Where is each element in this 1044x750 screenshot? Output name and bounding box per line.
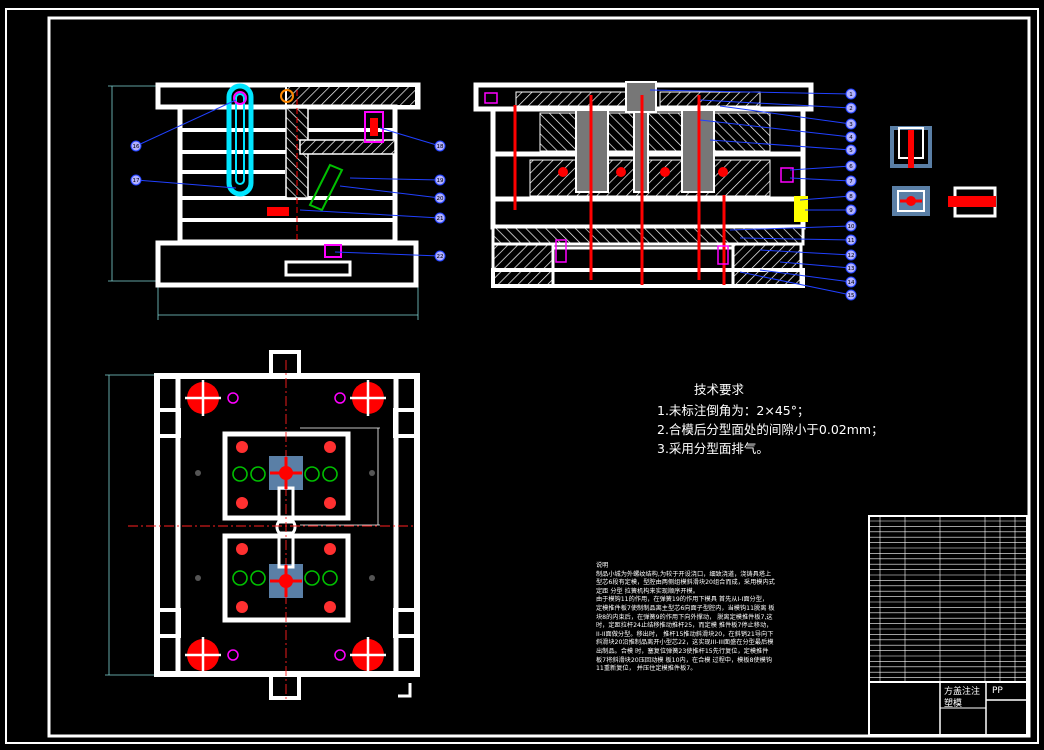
svg-text:8: 8 — [849, 194, 853, 200]
notes-line: 块8的内束后，在弹簧9的作用下向外撑动， 脱离定模推件板7,这 — [596, 613, 773, 621]
notes-line: 由于模钩11的作用，在弹簧19的作用下模具 首先从I-I面分型， — [596, 596, 769, 604]
drawing-title-line2: 塑模 — [944, 699, 963, 709]
svg-text:2: 2 — [849, 106, 853, 112]
notes-line: 制品小城为外螺纹结构,为较于开设浇口，细致浇道，浇铸具塔上 — [596, 570, 772, 578]
inner-frame — [47, 16, 1031, 738]
part-balloon: 8 — [845, 190, 857, 202]
part-balloon: 13 — [845, 262, 857, 274]
part-balloon: 6 — [845, 160, 857, 172]
notes-line: II-II面做分型。移出时， 推杆15推动斜滑块20，在斜销21导向下 — [596, 630, 774, 638]
part-balloon: 7 — [845, 175, 857, 187]
notes-line: 11重新复位， 并压住定模推件板7。 — [596, 665, 697, 673]
requirement-item-1: 1.未标注倒角为：2×45°； — [657, 403, 810, 418]
svg-text:3: 3 — [849, 122, 853, 128]
part-balloon: 14 — [845, 276, 857, 288]
drawing-title-line1: 方盖注注 — [944, 687, 981, 697]
notes-line: 定距 分型 拉簧机构来实现顺序开模。 — [596, 587, 699, 595]
svg-text:21: 21 — [437, 216, 444, 222]
svg-text:22: 22 — [437, 254, 444, 260]
svg-text:16: 16 — [133, 144, 140, 150]
svg-text:11: 11 — [848, 238, 855, 244]
outer-frame — [5, 8, 1039, 744]
svg-text:9: 9 — [849, 208, 853, 214]
title-block — [868, 515, 1028, 736]
technical-requirements-title: 技术要求 — [694, 382, 745, 397]
svg-text:6: 6 — [849, 164, 853, 170]
svg-text:20: 20 — [437, 196, 444, 202]
svg-text:14: 14 — [848, 280, 855, 286]
part-balloon: 17 — [130, 174, 142, 186]
svg-text:19: 19 — [437, 178, 444, 184]
svg-text:17: 17 — [133, 178, 140, 184]
design-notes: 说明 制品小城为外螺纹结构,为较于开设浇口，细致浇道，浇铸具塔上 型芯6段有定模… — [596, 562, 846, 674]
notes-line: 出制品。合模 时，塞复位弹簧23使推杆15先行复位，定模推件 — [596, 647, 769, 655]
part-balloon: 21 — [434, 212, 446, 224]
part-balloon: 3 — [845, 118, 857, 130]
svg-text:4: 4 — [849, 135, 853, 141]
section-view — [473, 81, 852, 296]
part-balloon: 12 — [845, 249, 857, 261]
svg-text:12: 12 — [848, 253, 855, 259]
part-balloon: 10 — [845, 220, 857, 232]
left-balloons: 16 17 18 19 20 21 22 — [130, 140, 446, 262]
requirement-item-2: 2.合模后分型面处的间隙小于0.02mm； — [657, 422, 884, 437]
part-balloon: 22 — [434, 250, 446, 262]
plan-view — [105, 350, 420, 700]
notes-line: 型芯6段有定模，型腔由两侧组模斜滑块20组合而成，采用模内式 — [596, 579, 775, 587]
part-balloon: 4 — [845, 131, 857, 143]
part-balloon: 9 — [845, 204, 857, 216]
notes-title: 说明 — [596, 562, 609, 569]
part-balloon: 5 — [845, 144, 857, 156]
svg-text:1: 1 — [849, 92, 853, 98]
notes-line: 斜滑块20沿推制品离开小型芯22，这实现III-III面盛在分型最后模 — [596, 639, 774, 647]
part-balloon: 15 — [845, 289, 857, 301]
notes-line: 板7将斜滑块20压回动模 板10内，在合模 过程中，模板8使模钩 — [596, 656, 773, 664]
part-balloon: 1 — [845, 88, 857, 100]
requirement-item-3: 3.采用分型面排气。 — [657, 441, 769, 456]
notes-line: 时，定距拉杆24止结移推动推杆25，而定模 推件板7停止移动， — [596, 622, 773, 630]
material-label: PP — [992, 686, 1003, 696]
notes-line: 定模推件板7使制制品离主型芯6向面子型腔内，当模钩11脱离 板 — [596, 604, 775, 612]
svg-text:13: 13 — [848, 266, 855, 272]
part-balloon: 2 — [845, 102, 857, 114]
svg-text:10: 10 — [848, 224, 855, 230]
part-balloon: 18 — [434, 140, 446, 152]
part-balloon: 16 — [130, 140, 142, 152]
svg-text:7: 7 — [849, 179, 853, 185]
part-balloon: 20 — [434, 192, 446, 204]
left-side-view — [108, 82, 441, 320]
part-balloon: 19 — [434, 174, 446, 186]
part-balloon: 11 — [845, 234, 857, 246]
svg-text:18: 18 — [437, 144, 444, 150]
svg-text:5: 5 — [849, 148, 853, 154]
svg-text:15: 15 — [848, 293, 855, 299]
detail-views — [890, 126, 997, 218]
